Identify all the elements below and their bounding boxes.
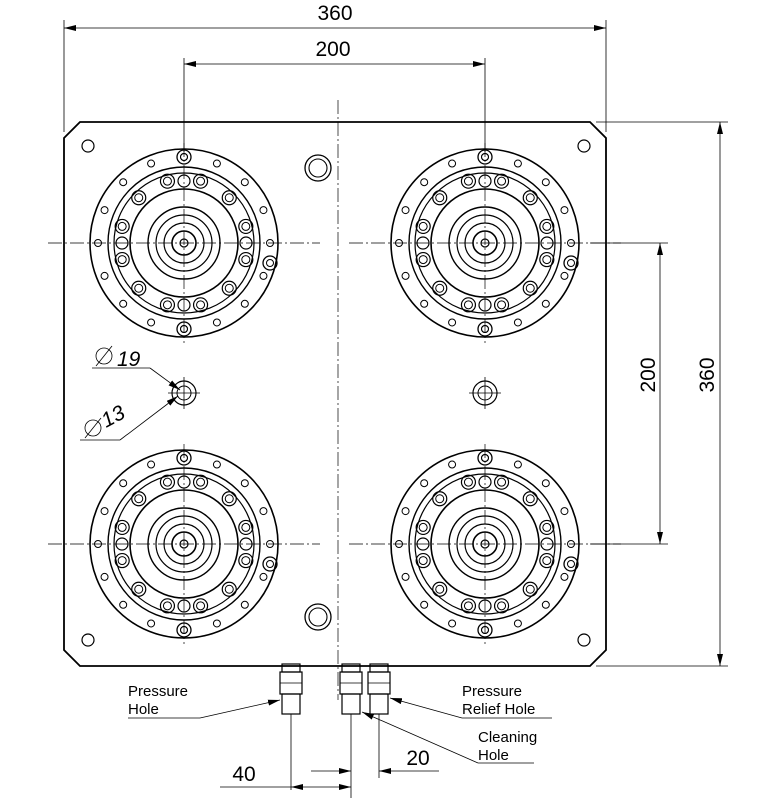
dim-text-200-right: 200 <box>637 357 660 392</box>
corner-holes <box>81 139 591 647</box>
bolt-hole <box>493 297 510 313</box>
bolt-hole <box>221 190 237 206</box>
bolt-hole <box>415 519 431 536</box>
bolt-hole <box>159 598 176 614</box>
bolt-hole <box>131 280 147 296</box>
bolt-hole <box>415 251 431 268</box>
bolt-hole <box>432 190 448 206</box>
bolt-hole <box>131 491 147 507</box>
bolt-hole <box>522 581 538 597</box>
bolt-hole <box>114 519 130 536</box>
callout-cleaning-line1: Cleaning <box>478 729 537 746</box>
chuck-module <box>48 143 320 343</box>
relief-fitting <box>367 663 391 715</box>
bolt-hole <box>460 474 477 490</box>
chuck-modules <box>48 143 621 644</box>
dia-text-19: 19 <box>117 348 141 371</box>
bolt-hole <box>539 251 555 268</box>
dimension-overall-width: 360 <box>63 2 607 132</box>
bolt-hole <box>493 474 510 490</box>
bolt-hole <box>221 491 237 507</box>
callout-cleaning-hole: Cleaning Hole <box>361 711 537 764</box>
middle-hole-right <box>469 377 501 409</box>
bolt-hole <box>539 519 555 536</box>
bolt-hole <box>238 519 254 536</box>
cleaning-fitting <box>339 663 363 715</box>
middle-hole-left <box>168 377 200 409</box>
dimension-center-height: 200 <box>590 242 668 545</box>
bolt-hole <box>192 598 209 614</box>
callout-pressure-line2: Hole <box>128 701 159 718</box>
pressure-fitting <box>279 663 303 715</box>
bolt-hole <box>131 581 147 597</box>
callout-relief-line1: Pressure <box>462 683 522 700</box>
bolt-hole <box>238 218 254 235</box>
dia-text-13: 13 <box>98 401 130 432</box>
dim-text-200-top: 200 <box>315 38 350 61</box>
bolt-hole <box>522 280 538 296</box>
dimension-overall-height: 360 <box>596 121 728 667</box>
bolt-hole <box>432 280 448 296</box>
chuck-module <box>48 444 320 644</box>
bolt-hole <box>493 598 510 614</box>
diameter-callout-19: 19 <box>92 345 181 391</box>
bolt-hole <box>432 581 448 597</box>
diameter-symbol-icon <box>84 419 102 437</box>
dim-text-360-right: 360 <box>696 357 719 392</box>
chuck-module <box>349 143 621 343</box>
diameter-callout-13: 13 <box>80 395 179 441</box>
bolt-hole <box>415 552 431 569</box>
locating-hole-top <box>304 154 332 182</box>
bolt-hole <box>114 218 130 235</box>
callout-pressure-line1: Pressure <box>128 683 188 700</box>
bolt-hole <box>238 251 254 268</box>
bolt-hole <box>539 218 555 235</box>
corner-hole <box>81 633 95 647</box>
bolt-hole <box>114 251 130 268</box>
bolt-hole <box>131 190 147 206</box>
dim-text-20: 20 <box>406 747 429 770</box>
callout-relief-line2: Relief Hole <box>462 701 535 718</box>
bolt-hole <box>192 173 209 189</box>
bolt-hole <box>221 581 237 597</box>
bolt-hole <box>192 297 209 313</box>
bolt-hole <box>522 190 538 206</box>
callout-relief-hole: Pressure Relief Hole <box>389 683 552 719</box>
bolt-hole <box>415 218 431 235</box>
corner-hole <box>577 633 591 647</box>
dimension-port-spacing-20: 20 <box>311 714 439 778</box>
callout-pressure-hole: Pressure Hole <box>128 683 281 719</box>
bolt-hole <box>460 173 477 189</box>
bolt-hole <box>238 552 254 569</box>
bolt-hole <box>221 280 237 296</box>
corner-hole <box>81 139 95 153</box>
bolt-hole <box>539 552 555 569</box>
chuck-module <box>349 444 621 644</box>
bolt-hole <box>493 173 510 189</box>
bolt-hole <box>159 297 176 313</box>
bolt-hole <box>460 297 477 313</box>
bolt-hole <box>522 491 538 507</box>
bolt-hole <box>114 552 130 569</box>
dimension-port-spacing-40: 40 <box>220 714 352 798</box>
locating-hole-bottom <box>304 603 332 631</box>
base-plate <box>63 121 607 667</box>
bolt-hole <box>432 491 448 507</box>
bolt-hole <box>159 474 176 490</box>
corner-hole <box>577 139 591 153</box>
dim-text-360-top: 360 <box>317 2 352 25</box>
diameter-symbol-icon <box>95 347 113 365</box>
callout-cleaning-line2: Hole <box>478 747 509 764</box>
bolt-hole <box>159 173 176 189</box>
bolt-hole <box>460 598 477 614</box>
bolt-hole <box>192 474 209 490</box>
dimension-center-width: 200 <box>183 38 486 152</box>
dim-text-40: 40 <box>232 763 255 786</box>
